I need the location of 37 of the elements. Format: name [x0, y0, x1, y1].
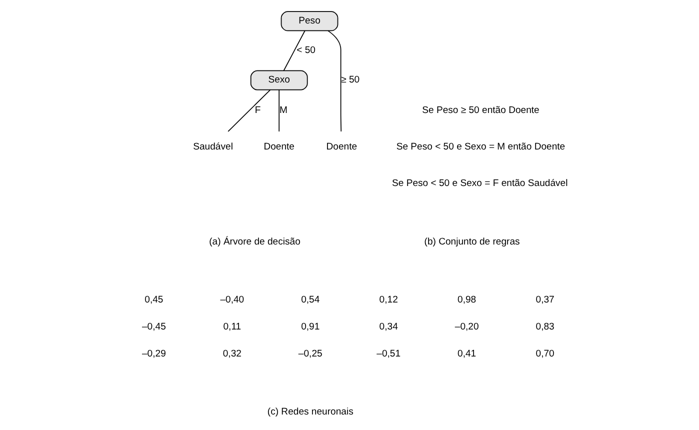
- label: 0,41: [458, 348, 476, 360]
- label: 0,34: [379, 322, 398, 333]
- label: Se Peso < 50 e Sexo = M então Doente: [396, 142, 566, 153]
- label: –0,20: [454, 322, 479, 333]
- node-box: Sexo: [250, 70, 308, 90]
- label: Se Peso < 50 e Sexo = F então Saudável: [392, 178, 568, 190]
- label: 0,32: [222, 348, 242, 360]
- connector: [228, 90, 271, 132]
- connector: [328, 30, 342, 132]
- label: 0,37: [536, 294, 554, 306]
- label: 0,91: [301, 322, 320, 333]
- node-text: Doente: [326, 142, 358, 153]
- node-box: Peso: [280, 11, 338, 32]
- label: –0,40: [220, 294, 244, 306]
- edge-label: F: [254, 105, 261, 116]
- label: 0,45: [144, 294, 164, 306]
- label: –0,51: [376, 348, 401, 360]
- label: 0,83: [536, 322, 554, 333]
- label: (b) Conjunto de regras: [424, 236, 520, 248]
- label: Se Peso ≥ 50 então Doente: [422, 105, 540, 116]
- node-text: Saudável: [193, 142, 233, 153]
- label: –0,29: [142, 348, 166, 360]
- edge-label: ≥ 50: [341, 74, 360, 86]
- edge-label: M: [279, 105, 288, 116]
- edge-label: < 50: [296, 45, 316, 56]
- node-text: Doente: [264, 142, 294, 153]
- label: 0,12: [379, 294, 398, 306]
- label: –0,25: [298, 348, 322, 360]
- label: 0,54: [301, 294, 320, 306]
- label: 0,98: [458, 294, 476, 306]
- label: (a) Árvore de decisão: [209, 236, 300, 248]
- label: 0,70: [536, 348, 554, 360]
- label: 0,11: [223, 322, 242, 333]
- connector: [283, 30, 306, 72]
- connector: [278, 90, 280, 132]
- label: (c) Redes neuronais: [267, 406, 354, 418]
- label: –0,45: [142, 322, 166, 333]
